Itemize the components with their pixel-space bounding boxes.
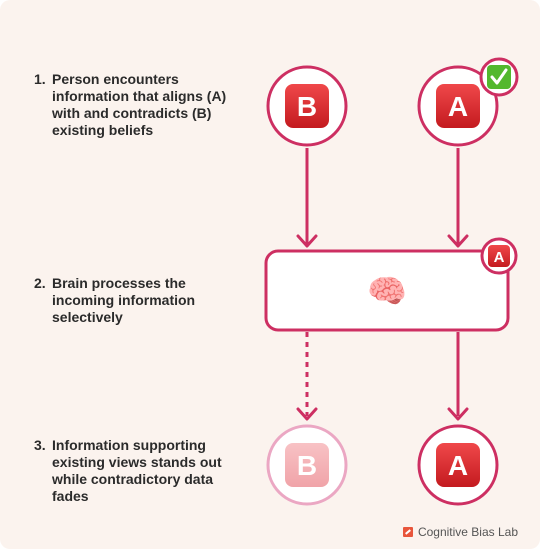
connector-brain-to-b-dashed bbox=[296, 332, 318, 421]
step-1-text: Person encounters information that align… bbox=[52, 71, 227, 138]
b-faded-badge-icon bbox=[285, 443, 329, 487]
a-badge-icon bbox=[436, 84, 480, 128]
step-3-number: 3. bbox=[34, 437, 46, 453]
top-a-letter: A bbox=[448, 91, 468, 122]
check-badge bbox=[479, 57, 519, 97]
step-3-text: Information supporting existing views st… bbox=[52, 437, 222, 504]
step-3: 3. Information supporting existing views… bbox=[34, 437, 234, 505]
bottom-a-letter: A bbox=[448, 450, 468, 481]
footer-brand: Cognitive Bias Lab bbox=[402, 525, 518, 539]
brand-logo-icon bbox=[402, 527, 413, 537]
brand-name: Cognitive Bias Lab bbox=[417, 525, 518, 539]
connector-brain-to-a bbox=[447, 332, 469, 421]
step-2-number: 2. bbox=[34, 275, 46, 291]
step-1-number: 1. bbox=[34, 71, 46, 87]
node-top-b: B bbox=[266, 65, 348, 147]
step-2: 2. Brain processes the incoming informat… bbox=[34, 275, 234, 326]
process-badge: A bbox=[480, 237, 518, 275]
process-badge-letter: A bbox=[494, 249, 505, 266]
brain-icon: 🧠 bbox=[367, 272, 407, 310]
node-bottom-a: A bbox=[417, 424, 499, 506]
b-badge-icon bbox=[285, 84, 329, 128]
connector-b-to-brain bbox=[296, 148, 318, 248]
node-bottom-b-faded: B bbox=[266, 424, 348, 506]
connector-a-to-brain bbox=[447, 148, 469, 248]
brain-process-box: 🧠 bbox=[264, 249, 510, 332]
bottom-b-letter: B bbox=[297, 450, 317, 481]
a-badge-small-icon bbox=[488, 245, 510, 267]
step-2-text: Brain processes the incoming information… bbox=[52, 275, 196, 325]
a-bottom-badge-icon bbox=[436, 443, 480, 487]
step-1: 1. Person encounters information that al… bbox=[34, 71, 234, 139]
top-b-letter: B bbox=[297, 91, 317, 122]
node-top-a: A bbox=[417, 65, 499, 147]
